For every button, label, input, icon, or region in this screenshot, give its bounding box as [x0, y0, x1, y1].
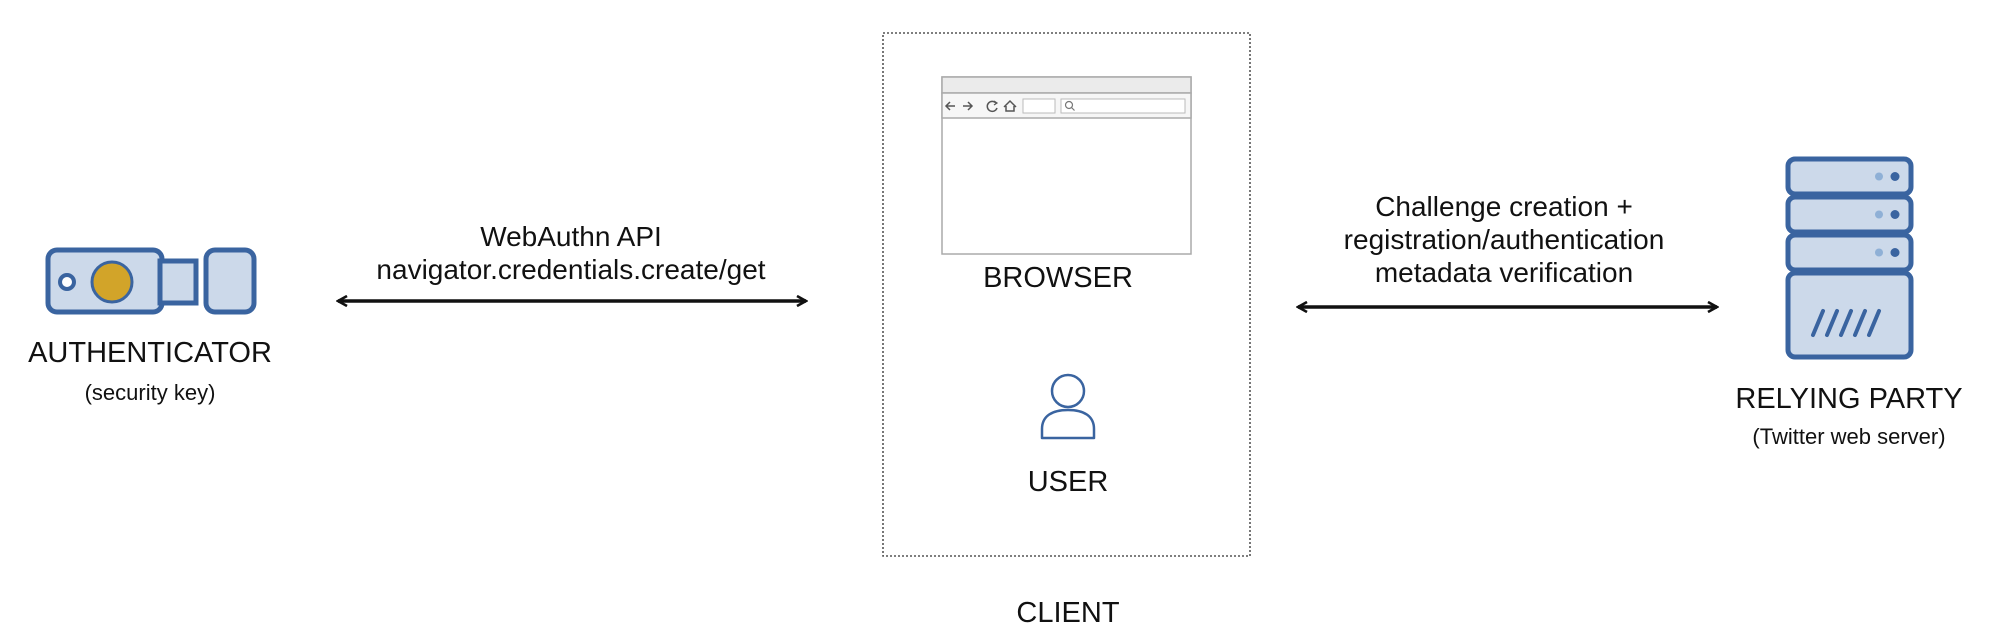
challenge-creation-label: Challenge creation + — [1375, 191, 1633, 222]
webauthn-api-label: WebAuthn API — [480, 221, 662, 252]
authenticator-subtitle: (security key) — [85, 380, 216, 405]
reload-icon — [986, 100, 999, 113]
metadata-verification-label: metadata verification — [1375, 257, 1633, 288]
server-icon — [1785, 156, 1914, 360]
relying-party-title: RELYING PARTY — [1735, 383, 1962, 415]
registration-authentication-label: registration/authentication — [1344, 224, 1665, 255]
browser-url-field — [1022, 98, 1056, 114]
client-caption: CLIENT — [1016, 597, 1119, 629]
relying-party-subtitle: (Twitter web server) — [1752, 424, 1945, 449]
browser-label: BROWSER — [983, 262, 1133, 294]
authenticator-title: AUTHENTICATOR — [28, 337, 272, 369]
usb-security-key-icon — [45, 247, 257, 315]
back-icon — [944, 101, 955, 111]
forward-icon — [963, 101, 974, 111]
search-icon — [1064, 100, 1075, 111]
user-icon — [1040, 373, 1096, 440]
browser-window-icon — [941, 76, 1192, 255]
home-icon — [1003, 99, 1017, 112]
browser-search-field — [1060, 98, 1186, 114]
webauthn-method-label: navigator.credentials.create/get — [376, 254, 765, 285]
user-label: USER — [1028, 466, 1109, 498]
